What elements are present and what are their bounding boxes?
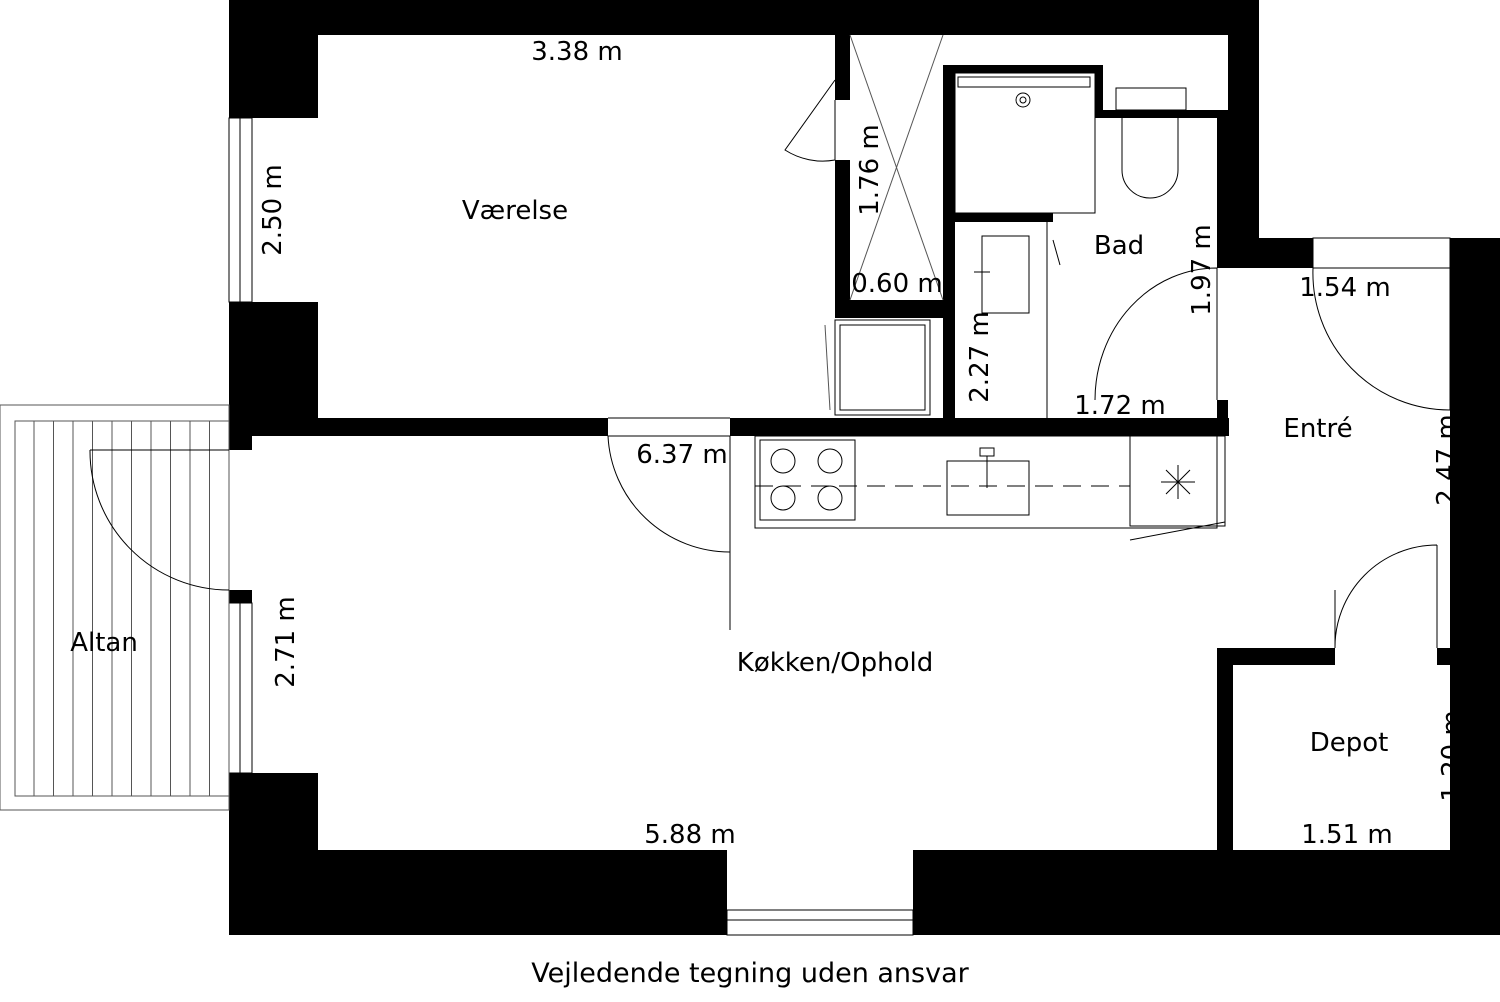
closet <box>824 34 944 416</box>
dim-entre-depth: 2.47 m <box>1432 414 1462 505</box>
dim-kokken-top: 6.37 m <box>636 440 727 470</box>
disclaimer-caption: Vejledende tegning uden ansvar <box>531 958 969 989</box>
dim-closet-depth: 1.76 m <box>855 124 885 215</box>
dim-entre-width: 1.54 m <box>1299 273 1390 303</box>
balcony <box>0 404 230 811</box>
room-label-depot: Depot <box>1310 728 1389 758</box>
walls <box>229 0 1500 935</box>
doors <box>89 79 1451 649</box>
dim-kokken-bottom: 5.88 m <box>644 820 735 850</box>
room-label-altan: Altan <box>70 628 138 658</box>
dim-depot-width: 1.51 m <box>1301 820 1392 850</box>
dim-bad-width: 1.72 m <box>1074 391 1165 421</box>
room-label-vaerelse: Værelse <box>462 196 568 226</box>
dim-depot-depth: 1.20 m <box>1437 710 1467 801</box>
room-label-entre: Entré <box>1283 414 1352 444</box>
dim-kokken-depth: 2.71 m <box>271 596 301 687</box>
room-label-bad: Bad <box>1094 231 1144 261</box>
kitchen-counter <box>754 435 1226 541</box>
dim-bad-side: 1.97 m <box>1187 224 1217 315</box>
windows <box>228 117 1451 936</box>
dim-vaerelse-width: 3.38 m <box>531 37 622 67</box>
dim-bad-depth: 2.27 m <box>965 311 995 402</box>
bathroom-fixtures <box>954 72 1187 418</box>
dim-closet-width: 0.60 m <box>851 269 942 299</box>
room-label-kokken: Køkken/Ophold <box>737 648 933 678</box>
dim-vaerelse-depth: 2.50 m <box>258 164 288 255</box>
